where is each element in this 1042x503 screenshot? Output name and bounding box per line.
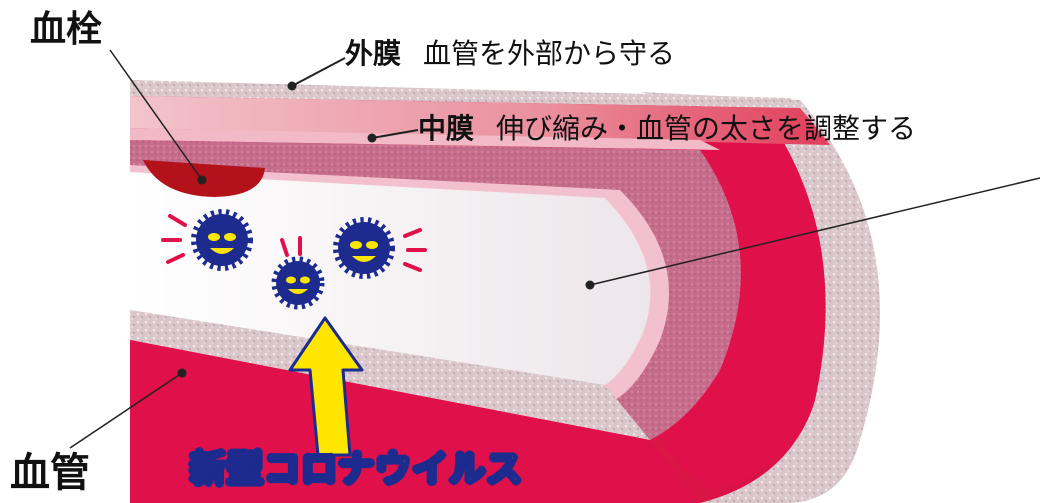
adventitia-top-strip [130, 80, 800, 108]
motion-marks [161, 214, 427, 272]
clot-leader [109, 49, 203, 181]
adventitia-label: 外膜血管を外部から守る [345, 40, 675, 68]
adventitia-term: 外膜 [345, 37, 402, 70]
clot-label: 血栓 [30, 9, 103, 50]
media-term: 中膜 [418, 112, 475, 145]
arrow-up-icon [288, 316, 364, 457]
lumen [130, 172, 651, 385]
intima-top-layer [130, 128, 720, 150]
virus-icon [333, 217, 395, 279]
adventitia-leader [291, 57, 346, 87]
outer-top-surface [130, 96, 830, 145]
vessel-bottom-red [130, 340, 700, 503]
vessel-label: 血管 [10, 450, 90, 496]
media-description: 伸び縮み・血管の太さを調整する [496, 112, 917, 145]
lumen-leader [589, 177, 1041, 286]
virus-label: 新型コロナウイルス [189, 449, 524, 490]
virus-icon [271, 256, 325, 310]
adventitia-end-face [640, 92, 880, 503]
media-leader [371, 129, 419, 139]
vessel-leader [69, 372, 183, 449]
virus-icon [191, 209, 253, 271]
media-label: 中膜伸び縮み・血管の太さを調整する [418, 115, 916, 143]
adventitia-bottom-strip [130, 310, 650, 440]
adventitia-description: 血管を外部から守る [423, 37, 676, 70]
